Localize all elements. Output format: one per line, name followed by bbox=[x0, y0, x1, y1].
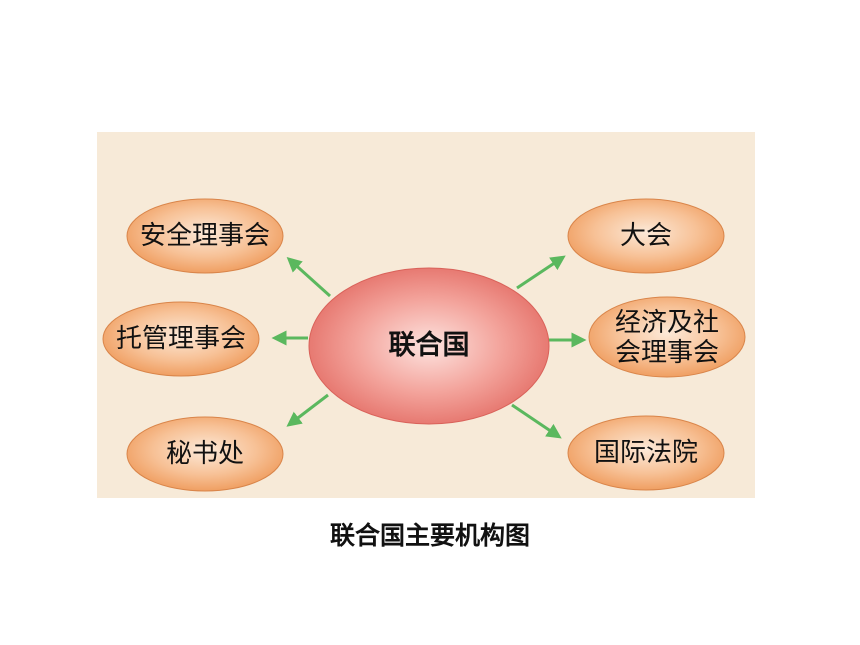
node-general-assembly-label: 大会 bbox=[619, 221, 672, 251]
node-icj-shape bbox=[567, 415, 725, 491]
arrow-to-icj bbox=[511, 403, 562, 439]
center-node-label: 联合国 bbox=[388, 330, 470, 361]
node-security-council-label: 安全理事会 bbox=[139, 221, 270, 251]
diagram-caption: 联合国主要机构图 bbox=[329, 521, 530, 550]
node-ecosoc-label: 经济及社 会理事会 bbox=[614, 308, 719, 368]
node-general-assembly-shape bbox=[567, 198, 725, 274]
node-trusteeship-council-label: 托管理事会 bbox=[115, 324, 246, 354]
node-trusteeship-council-shape bbox=[102, 301, 260, 377]
node-secretariat-shape bbox=[126, 416, 284, 492]
arrows bbox=[271, 255, 587, 439]
node-secretariat-label: 秘书处 bbox=[165, 439, 244, 469]
arrow-to-general-assembly bbox=[516, 255, 566, 290]
node-security-council-shape bbox=[126, 198, 284, 274]
node-icj-label: 国际法院 bbox=[593, 438, 698, 468]
center-node-shape bbox=[308, 267, 550, 425]
node-ecosoc-shape bbox=[588, 296, 746, 378]
nodes bbox=[102, 198, 746, 492]
arrow-to-secretariat bbox=[286, 393, 329, 427]
arrow-to-security-council bbox=[286, 256, 332, 298]
